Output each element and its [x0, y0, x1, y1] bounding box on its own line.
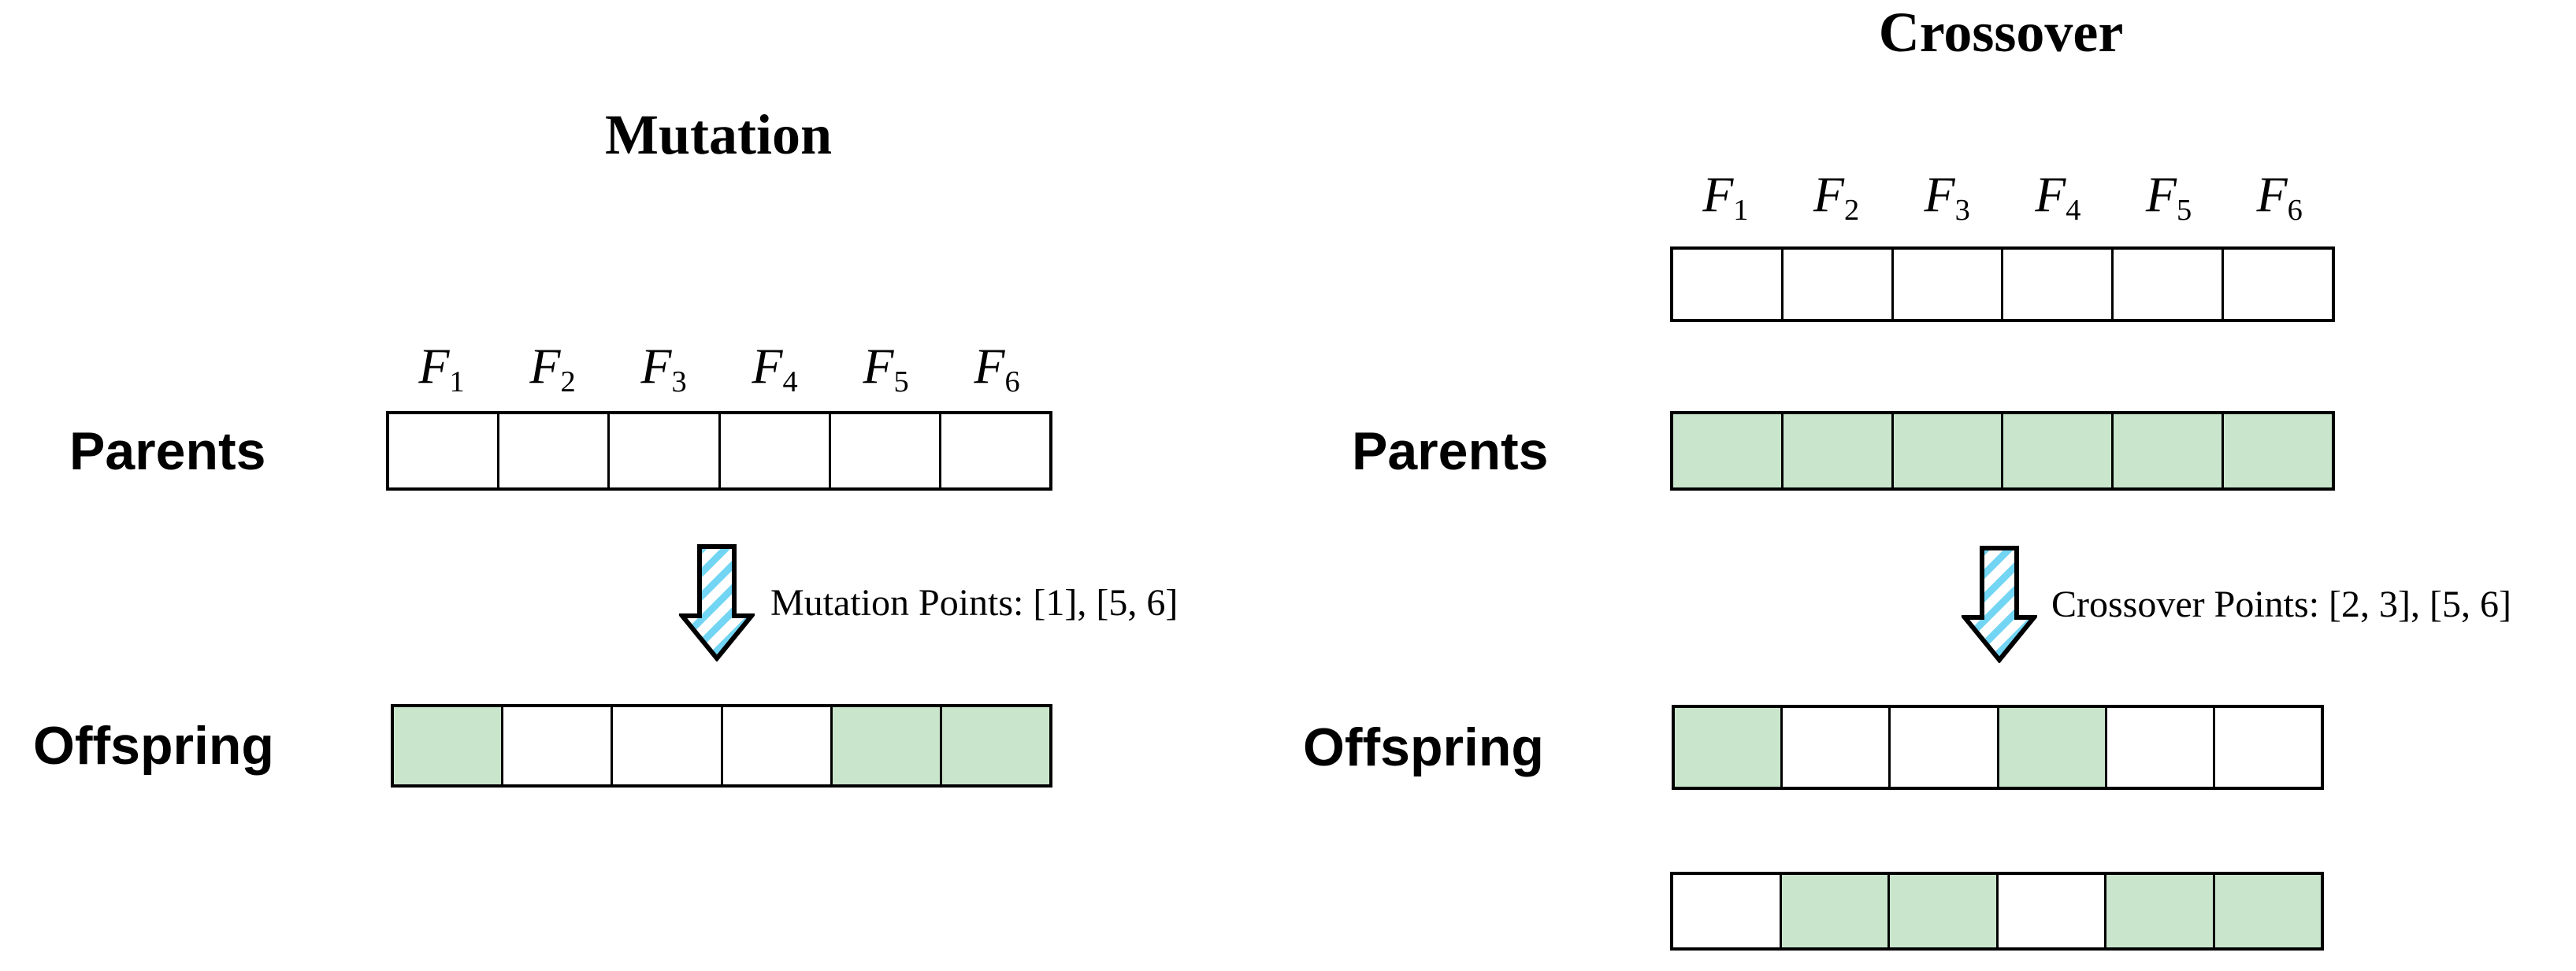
gene-cell-3 — [1887, 875, 1996, 947]
gene-cell-1 — [1673, 250, 1781, 319]
mutation-title: Mutation — [605, 103, 832, 166]
gene-label-F6: F6 — [974, 338, 1020, 398]
crossover-down-arrow-icon — [1962, 546, 2037, 663]
gene-cell-3 — [1891, 414, 2002, 487]
crossover-offspring-row-1 — [1672, 705, 2324, 790]
gene-label-F3: F3 — [640, 338, 687, 398]
gene-label-F1: F1 — [1702, 166, 1749, 227]
gene-label-F5: F5 — [2145, 166, 2192, 227]
gene-cell-3 — [611, 707, 721, 784]
gene-cell-6 — [2212, 708, 2322, 787]
gene-cell-6 — [2222, 414, 2332, 487]
gene-cell-3 — [1888, 708, 1997, 787]
gene-cell-2 — [1780, 250, 1891, 319]
mutation-points-annotation: Mutation Points: [1], [5, 6] — [770, 582, 1179, 624]
gene-label-F4: F4 — [2035, 166, 2081, 227]
gene-cell-5 — [828, 414, 939, 487]
mutation-gene-labels: F1 F2 F3 F4 F5 F6 — [386, 338, 1052, 398]
gene-cell-5 — [2104, 875, 2213, 947]
gene-label-F4: F4 — [752, 338, 798, 398]
crossover-parent-row-top — [1670, 246, 2335, 322]
gene-cell-1 — [1675, 708, 1781, 787]
gene-cell-2 — [1779, 875, 1887, 947]
gene-cell-6 — [2212, 875, 2321, 947]
crossover-parents-label: Parents — [1352, 421, 1549, 481]
mutation-down-arrow-icon — [679, 544, 755, 662]
gene-cell-2 — [1780, 414, 1891, 487]
gene-cell-2 — [497, 414, 608, 487]
gene-cell-2 — [1780, 708, 1889, 787]
gene-cell-4 — [720, 707, 830, 784]
gene-label-F1: F1 — [418, 338, 465, 398]
mutation-offspring-row — [391, 704, 1052, 788]
gene-cell-4 — [2001, 414, 2112, 487]
gene-label-F2: F2 — [529, 338, 576, 398]
mutation-parents-row — [386, 411, 1052, 491]
gene-cell-3 — [607, 414, 718, 487]
gene-cell-6 — [939, 707, 1050, 784]
crossover-title: Crossover — [1878, 1, 2124, 64]
gene-cell-5 — [2111, 414, 2222, 487]
gene-label-F3: F3 — [1924, 166, 1970, 227]
crossover-points-annotation: Crossover Points: [2, 3], [5, 6] — [2051, 584, 2511, 625]
gene-cell-5 — [830, 707, 940, 784]
gene-cell-1 — [1673, 875, 1780, 947]
gene-cell-5 — [2104, 708, 2213, 787]
gene-label-F2: F2 — [1813, 166, 1860, 227]
mutation-parents-label: Parents — [69, 421, 266, 481]
gene-cell-4 — [2001, 250, 2112, 319]
mutation-offspring-label: Offspring — [33, 716, 274, 776]
crossover-offspring-row-2 — [1670, 872, 2324, 951]
gene-cell-3 — [1891, 250, 2002, 319]
crossover-gene-labels: F1 F2 F3 F4 F5 F6 — [1670, 166, 2335, 227]
gene-cell-6 — [2222, 250, 2332, 319]
gene-label-F6: F6 — [2256, 166, 2303, 227]
gene-label-F5: F5 — [863, 338, 909, 398]
gene-cell-6 — [938, 414, 1050, 487]
gene-cell-1 — [394, 707, 502, 784]
crossover-parent-row-bottom — [1670, 411, 2335, 491]
gene-cell-4 — [718, 414, 829, 487]
crossover-offspring-label: Offspring — [1303, 717, 1544, 777]
gene-cell-1 — [1673, 414, 1781, 487]
gene-cell-4 — [1995, 875, 2104, 947]
gene-cell-4 — [1996, 708, 2105, 787]
gene-cell-5 — [2111, 250, 2222, 319]
gene-cell-1 — [389, 414, 498, 487]
gene-cell-2 — [501, 707, 611, 784]
